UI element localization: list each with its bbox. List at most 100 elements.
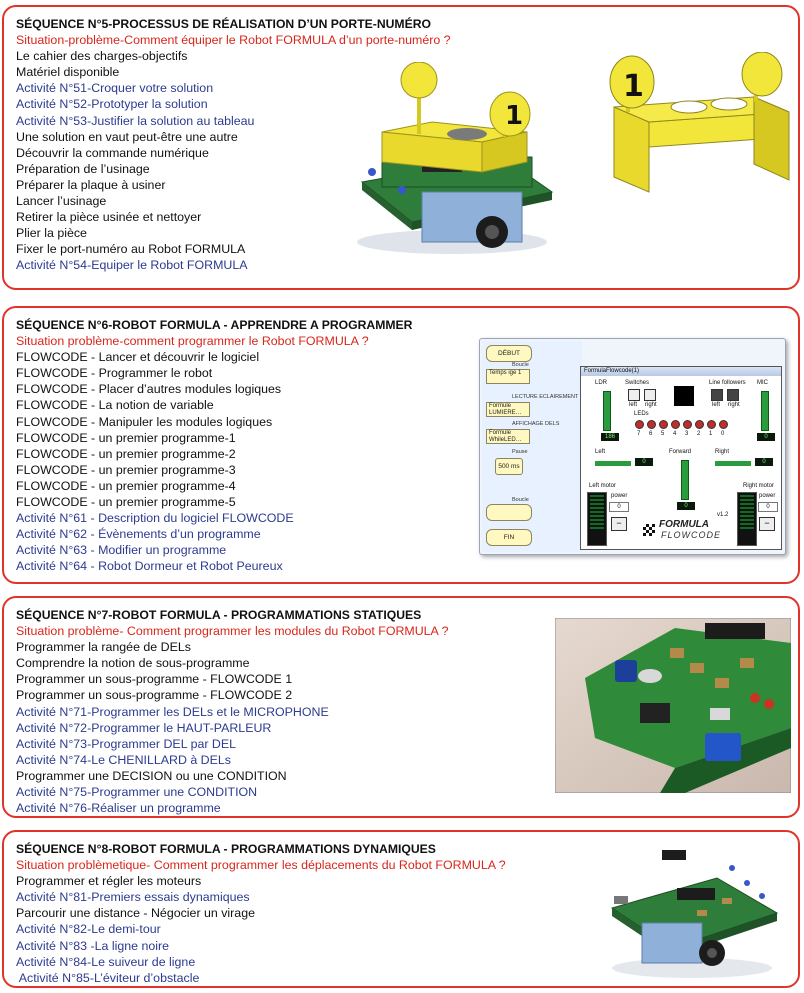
sequence-8-title: SÉQUENCE N°8-ROBOT FORMULA - PROGRAMMATI… (16, 842, 436, 856)
sequence-7-title: SÉQUENCE N°7-ROBOT FORMULA - PROGRAMMATI… (16, 608, 422, 622)
leds-label: LEDs (634, 411, 649, 417)
sequence-6-problem: Situation problème-comment programmer le… (16, 334, 369, 349)
flow-delay-node[interactable]: 500 ms (495, 458, 523, 475)
activity-link[interactable]: Activité N°62 - Évènements d’un programm… (16, 527, 261, 542)
left-label: Left (595, 449, 606, 455)
activity-link[interactable]: Activité N°76-Réaliser un programme (16, 801, 221, 816)
mic-value: 0 (757, 433, 775, 441)
forward-slider[interactable] (681, 460, 689, 500)
list-item: FLOWCODE - La notion de variable (16, 398, 214, 413)
list-item: FLOWCODE - Placer d’autres modules logiq… (16, 382, 282, 397)
led-number: 6 (649, 431, 653, 437)
sequence-6-title: SÉQUENCE N°6-ROBOT FORMULA - APPRENDRE A… (16, 318, 413, 332)
list-item: Comprendre la notion de sous-programme (16, 656, 250, 671)
sequence-5-problem: Situation-problème-Comment équiper le Ro… (16, 33, 451, 48)
flow-loop-end-node[interactable] (486, 504, 532, 521)
flowchart-column: DÉBUT Boucle Temps ige 1 LECTURE ECLAIRE… (482, 341, 582, 552)
led-indicator (635, 420, 644, 429)
led-number: 5 (661, 431, 665, 437)
ldr-label: LDR (595, 380, 608, 386)
led-indicator (719, 420, 728, 429)
list-item: Une solution en vaut peut-être une autre (16, 129, 238, 144)
sequence-5-box: SÉQUENCE N°5-PROCESSUS DE RÉALISATION D’… (2, 5, 800, 290)
flow-node-label: AFFICHAGE DELS (512, 421, 560, 427)
right-label: Right (715, 449, 730, 455)
list-item: Programmer une DECISION ou une CONDITION (16, 768, 287, 783)
flow-node[interactable]: Formule WhileLED… (486, 429, 530, 444)
activity-link[interactable]: Activité N°54-Equiper le Robot FORMULA (16, 258, 248, 273)
switch-right[interactable] (644, 389, 656, 401)
list-item: FLOWCODE - un premier programme-1 (16, 430, 236, 445)
checkered-flag-icon (643, 524, 655, 536)
left-power-label: power (611, 493, 628, 499)
left-power-value[interactable]: 0 (609, 502, 629, 512)
list-item: Programmer et régler les moteurs (16, 874, 202, 889)
logo-line-1: FORMULA (659, 519, 709, 530)
activity-link[interactable]: Activité N°51-Croquer votre solution (16, 81, 214, 96)
right-value: 0 (755, 458, 773, 466)
robot-board-photo (555, 618, 791, 793)
list-item: Plier la pièce (16, 226, 87, 241)
left-value: 0 (635, 458, 653, 466)
sequence-7-list: SÉQUENCE N°7-ROBOT FORMULA - PROGRAMMATI… (16, 607, 448, 816)
flow-loop-end-label: Boucle (512, 497, 529, 503)
list-item: Parcourir une distance - Négocier un vir… (16, 906, 255, 921)
activity-link[interactable]: Activité N°53-Justifier la solution au t… (16, 113, 255, 128)
list-item: Fixer le port-numéro au Robot FORMULA (16, 242, 246, 257)
flow-node-label: Pause (512, 449, 528, 455)
led-indicator (707, 420, 716, 429)
left-power-minus-button[interactable]: − (611, 517, 627, 531)
activity-link[interactable]: Activité N°73-Programmer DEL par DEL (16, 736, 237, 751)
activity-link[interactable]: Activité N°72-Programmer le HAUT-PARLEUR (16, 720, 272, 735)
robot-number-label: 1 (505, 101, 523, 131)
list-item: Programmer la rangée de DELs (16, 640, 191, 655)
activity-link[interactable]: Activité N°63 - Modifier un programme (16, 543, 227, 558)
led-indicator (683, 420, 692, 429)
sequence-5-title: SÉQUENCE N°5-PROCESSUS DE RÉALISATION D’… (16, 17, 431, 31)
list-item: Programmer un sous-programme - FLOWCODE … (16, 688, 293, 703)
ldr-slider[interactable] (603, 391, 611, 431)
activity-link[interactable]: Activité N°71-Programmer les DELs et le … (16, 704, 329, 719)
line-follower-right[interactable] (727, 389, 739, 401)
flow-node[interactable]: Formule LUMIERE… (486, 402, 530, 417)
flow-end-node[interactable]: FIN (486, 529, 532, 546)
activity-link[interactable]: Activité N°82-Le demi-tour (16, 922, 161, 937)
activity-link[interactable]: Activité N°64 - Robot Dormeur et Robot P… (16, 559, 283, 574)
left-slider[interactable] (595, 461, 631, 466)
flow-start-node[interactable]: DÉBUT (486, 345, 532, 362)
activity-link[interactable]: Activité N°85-L’éviteur d’obstacle (16, 970, 200, 985)
led-indicator (695, 420, 704, 429)
list-item: FLOWCODE - Programmer le robot (16, 366, 213, 381)
flow-loop-label: Boucle (512, 362, 529, 368)
flowcode-screenshot: DÉBUT Boucle Temps ige 1 LECTURE ECLAIRE… (479, 338, 786, 555)
led-indicator (659, 420, 668, 429)
line-follower-left[interactable] (711, 389, 723, 401)
led-number: 0 (721, 431, 725, 437)
led-number: 2 (697, 431, 701, 437)
led-indicator (647, 420, 656, 429)
activity-link[interactable]: Activité N°74-Le CHENILLARD à DELs (16, 752, 231, 767)
right-power-value[interactable]: 0 (758, 502, 778, 512)
forward-label: Forward (669, 449, 692, 455)
version-label: v1.2 (717, 512, 729, 518)
led-number: 3 (685, 431, 689, 437)
activity-link[interactable]: Activité N°84-Le suiveur de ligne (16, 954, 196, 969)
list-item: FLOWCODE - un premier programme-5 (16, 495, 236, 510)
right-power-minus-button[interactable]: − (759, 517, 775, 531)
list-item: FLOWCODE - un premier programme-2 (16, 446, 236, 461)
flow-node[interactable]: Temps ige 1 (486, 369, 530, 384)
forward-value: 0 (677, 502, 695, 510)
ldr-value: 186 (601, 433, 619, 441)
mic-slider[interactable] (761, 391, 769, 431)
part-number-label: 1 (623, 69, 644, 104)
right-slider[interactable] (715, 461, 751, 466)
formula-panel: FormulaFlowcode(1) LDR 186 Switches left… (580, 366, 782, 550)
line-followers-label: Line followers (709, 380, 746, 386)
activity-link[interactable]: Activité N°61 - Description du logiciel … (16, 511, 294, 526)
activity-link[interactable]: Activité N°75-Programmer une CONDITION (16, 785, 258, 800)
activity-link[interactable]: Activité N°83 -La ligne noire (16, 938, 170, 953)
switch-left[interactable] (628, 389, 640, 401)
activity-link[interactable]: Activité N°81-Premiers essais dynamiques (16, 890, 250, 905)
activity-link[interactable]: Activité N°52-Prototyper la solution (16, 97, 208, 112)
right-motor-meter (737, 492, 757, 546)
